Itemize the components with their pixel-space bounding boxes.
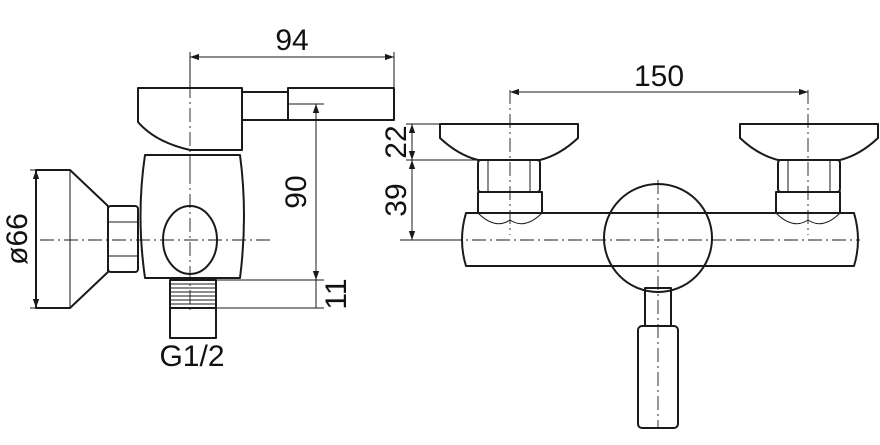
dim-11: 11 [216,278,353,310]
dim-66: ø66 [1,169,70,309]
lever-housing [137,87,243,151]
wall-escutcheon [35,169,109,309]
connection-nut [107,205,139,273]
left-flange [439,123,579,161]
dim-39-label: 39 [380,183,413,216]
dim-150: 150 [510,60,808,96]
front-view: 150 22 39 [380,60,879,429]
dim-94: 94 [189,24,395,88]
dim-22-39: 22 39 [380,123,478,241]
dim-11-label: 11 [320,278,353,309]
side-view: 94 90 11 ø66 G1/2 [1,24,395,373]
left-nut [477,159,541,193]
lever-arm [241,91,289,121]
dim-150-label: 150 [634,60,684,93]
right-flange [739,123,879,161]
thread-label: G1/2 [159,340,224,373]
dim-22-label: 22 [380,125,413,158]
dim-66-label: ø66 [1,213,34,265]
threaded-inlet [169,279,217,339]
dim-94-label: 94 [275,24,308,57]
valve-body [139,154,245,279]
right-nut [777,159,841,193]
dim-90-label: 90 [280,175,313,208]
mixer-bar [461,212,859,267]
dim-90: 90 [216,103,324,281]
